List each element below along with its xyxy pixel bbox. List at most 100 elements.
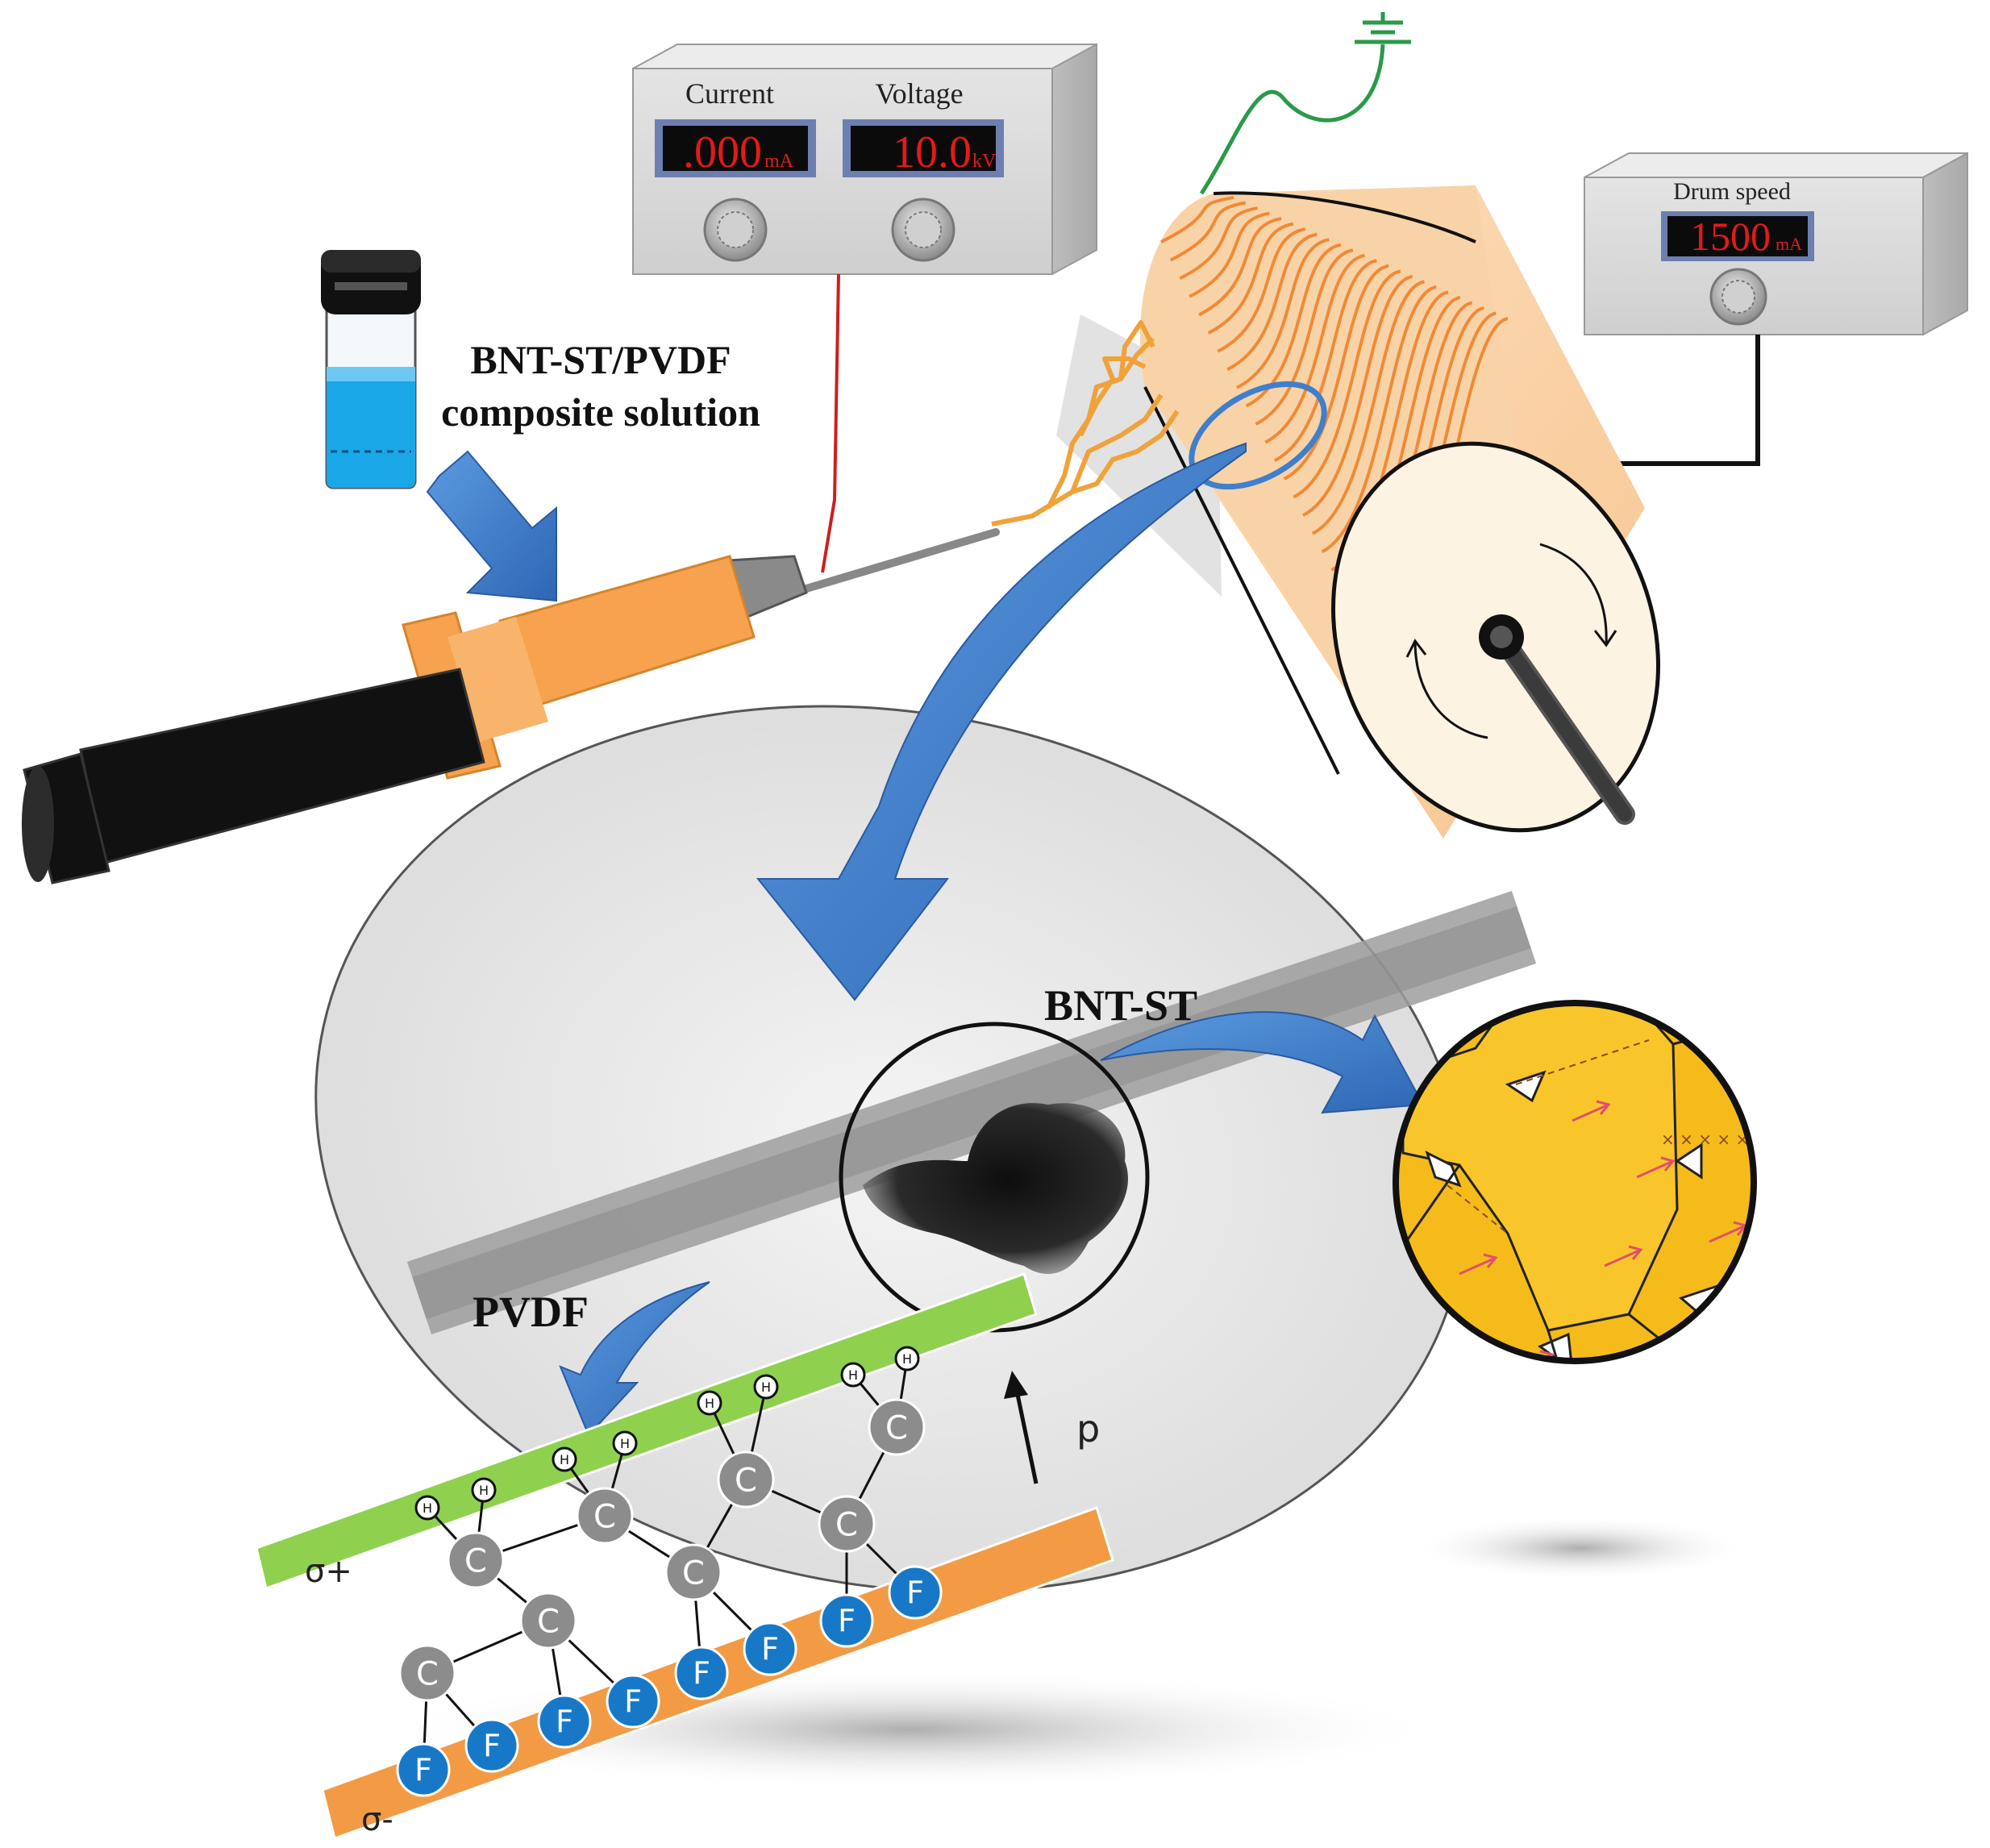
sigma-minus-label: σ- xyxy=(361,1801,393,1838)
zoom-arrow-main xyxy=(756,442,1247,1001)
polarization-vector-icon xyxy=(1572,1100,1611,1122)
current-label: Current xyxy=(685,77,774,110)
hydrogen-atom: H xyxy=(840,1362,866,1388)
hydrogen-atom: H xyxy=(753,1374,779,1400)
hydrogen-atom: H xyxy=(414,1495,440,1521)
hydrogen-atom-label: H xyxy=(761,1380,771,1395)
hydrogen-atom: H xyxy=(612,1430,638,1456)
power-supply: Current Voltage .000 mA 10.0 kV xyxy=(632,43,1097,276)
polarization-arrow xyxy=(1004,1371,1039,1484)
grain-structure: × × × × × xyxy=(1393,1000,1757,1364)
fluorine-atom: F xyxy=(537,1694,592,1749)
carbon-atom-label: C xyxy=(537,1603,560,1640)
carbon-atom-label: C xyxy=(416,1655,439,1692)
fluorine-atom: F xyxy=(888,1565,943,1620)
fluorine-atom-label: F xyxy=(693,1656,710,1692)
fluorine-atom-label: F xyxy=(556,1704,573,1740)
drum-speed-label: Drum speed xyxy=(1673,178,1791,205)
fiber-line xyxy=(1321,285,1437,554)
sigma-plus-label: σ+ xyxy=(305,1553,352,1590)
fiber-line xyxy=(1273,259,1377,463)
drum-collector xyxy=(1056,185,1660,839)
carbon-atom-label: C xyxy=(835,1506,858,1543)
drum-controller: Drum speed 1500 mA xyxy=(1584,152,1968,336)
ground-icon xyxy=(1355,12,1411,44)
fluorine-atom: F xyxy=(606,1674,660,1729)
fiber-line xyxy=(1189,211,1270,298)
fluorine-atom: F xyxy=(743,1621,797,1676)
voltage-unit: kV xyxy=(972,151,997,172)
drum-speed-knob[interactable] xyxy=(1709,268,1767,326)
fluorine-atom-label: F xyxy=(483,1729,501,1764)
fiber-line xyxy=(1311,280,1426,535)
fluorine-atom: F xyxy=(819,1593,874,1648)
carbon-atom: C xyxy=(818,1495,876,1553)
hydrogen-atom-label: H xyxy=(848,1367,858,1383)
hydrogen-atom: H xyxy=(894,1346,920,1371)
fiber-line xyxy=(1293,269,1401,499)
syringe xyxy=(22,528,1000,884)
fiber-line xyxy=(1160,196,1234,243)
polarization-vector-icon xyxy=(1604,1245,1643,1267)
hv-wire xyxy=(821,273,840,573)
hydrogen-atom: H xyxy=(697,1390,722,1416)
carbon-atom-label: C xyxy=(464,1542,487,1580)
syringe-needle xyxy=(802,528,1000,593)
fluorine-atom-label: F xyxy=(624,1684,642,1720)
polarization-vector-icon xyxy=(1636,1156,1676,1179)
fluorine-atom-label: F xyxy=(906,1575,924,1611)
fiber-line xyxy=(1255,248,1354,426)
fiber-line xyxy=(1283,264,1389,481)
hydrogen-atom-label: H xyxy=(620,1436,630,1451)
zoom-arrow-pvdf xyxy=(559,1281,710,1437)
fluorine-atom: F xyxy=(396,1742,451,1797)
hydrogen-atom: H xyxy=(552,1446,577,1472)
svg-text:× × × × ×: × × × × × xyxy=(1661,1130,1749,1149)
fiber-line xyxy=(1236,238,1330,389)
fiber-line xyxy=(1207,222,1294,335)
rotation-arrow-top xyxy=(1539,543,1608,646)
carbon-atom-label: C xyxy=(682,1555,705,1592)
feed-arrow xyxy=(426,450,557,602)
carbon-atom-label: C xyxy=(593,1498,616,1535)
hydrogen-atom: H xyxy=(471,1477,497,1503)
voltage-knob[interactable] xyxy=(891,198,955,262)
zoom-arrow-grain xyxy=(1100,1011,1425,1114)
hydrogen-atom-label: H xyxy=(479,1483,489,1498)
vial-icon xyxy=(321,250,421,489)
solution-label-line2: composite solution xyxy=(441,389,760,435)
jet-fibers xyxy=(991,320,1180,527)
carbon-atom: C xyxy=(717,1451,775,1509)
voltage-value: 10.0 xyxy=(893,127,972,177)
hydrogen-atom-label: H xyxy=(560,1452,569,1467)
drum-speed-value: 1500 xyxy=(1690,214,1771,259)
carbon-atom: C xyxy=(447,1531,505,1589)
fiber-line xyxy=(1179,206,1258,281)
rotation-arrow-bottom xyxy=(1413,640,1488,739)
fluorine-atom-label: F xyxy=(761,1632,779,1667)
fiber-strand xyxy=(406,890,1537,1335)
fiber-line xyxy=(1226,232,1318,372)
fluorine-atom: F xyxy=(674,1646,729,1700)
fiber-line xyxy=(1217,227,1306,353)
p-label: p xyxy=(1076,1407,1100,1451)
bnt-st-particle xyxy=(863,1103,1128,1274)
carbon-atom: C xyxy=(519,1592,577,1650)
fiber-line xyxy=(1302,274,1413,517)
fluorine-atom-label: F xyxy=(838,1604,856,1639)
carbon-atom-label: C xyxy=(885,1409,908,1446)
carbon-atom: C xyxy=(664,1543,722,1601)
current-knob[interactable] xyxy=(703,198,768,262)
ground-wire xyxy=(1199,44,1385,195)
current-value: .000 xyxy=(683,127,762,177)
floor-shadow-right xyxy=(1411,1516,1750,1580)
fluorine-atom: F xyxy=(464,1718,519,1773)
carbon-atom: C xyxy=(576,1487,634,1545)
polarization-vector-icon xyxy=(1459,1253,1498,1276)
hydrogen-atom-label: H xyxy=(705,1396,714,1411)
current-unit: mA xyxy=(764,151,794,172)
hydrogen-atom-label: H xyxy=(902,1351,912,1367)
carbon-atom-label: C xyxy=(735,1462,757,1499)
